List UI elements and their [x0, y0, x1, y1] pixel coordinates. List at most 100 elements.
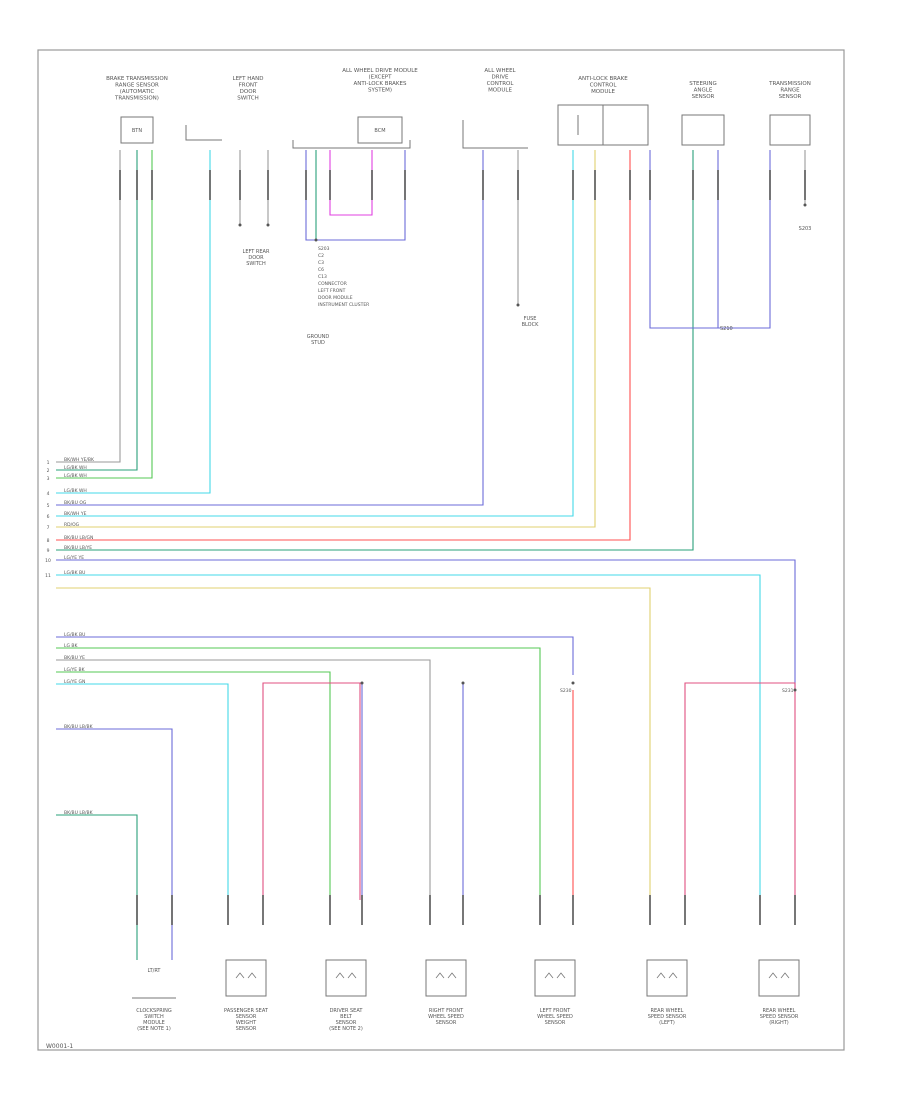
splice-dot-3 [516, 303, 520, 307]
cs-connector-label-0: BK/BU LB/BK [64, 724, 94, 730]
splice-dot-4 [803, 203, 807, 207]
wire-cyan-2 [56, 150, 574, 517]
bcm-note-4: C13 [318, 274, 327, 280]
connector-label-9: LG/YE YE [64, 555, 84, 561]
splice-label-2: S210 [720, 326, 733, 332]
wire-blue-1 [56, 150, 484, 506]
pin-number-2: 3 [47, 476, 50, 482]
passenger-seat-sensor [225, 959, 267, 997]
connector-label-8: BK/BU LB/YE [64, 545, 92, 551]
splice-dot-1 [266, 223, 270, 227]
wire-low-green2 [56, 671, 331, 900]
connector-label-2: LG/BK WH [64, 473, 87, 479]
left-front-sensor [534, 959, 576, 997]
pin-number-7: 8 [47, 538, 50, 544]
bcm-note-2: C3 [318, 260, 324, 266]
wire-yellow-long [56, 587, 651, 900]
bcm-note-3: C6 [318, 267, 324, 273]
bcm-bracket [292, 140, 411, 149]
connector-label-7: BK/BU LB/GN [64, 535, 93, 541]
connector-label-4: BK/BU OG [64, 500, 87, 506]
steering-angle-sensor [681, 114, 725, 146]
splice-dot-2 [314, 238, 318, 242]
pin-number-1: 2 [47, 468, 50, 474]
wires-layer [56, 150, 806, 960]
rear-sensor-left [646, 959, 688, 997]
wire-pink-loop [262, 682, 361, 900]
connector-label-6: RD/OG [64, 522, 80, 528]
rear-sensor-right [758, 959, 800, 997]
lower-connector-label-2: BK/BU YE [64, 655, 85, 661]
rear-sensor-left-symbol [656, 972, 678, 979]
splice-label-1: S203 [799, 226, 812, 232]
wire-low-blue [56, 636, 574, 675]
lower-connector-label-1: LG BK [64, 643, 79, 649]
bcm-note-5: CONNECTOR [318, 281, 347, 287]
wire-bcm-loop [305, 150, 406, 241]
bcm-note-7: DOOR MODULE [318, 295, 353, 301]
wire-red-1 [56, 150, 631, 541]
cs-connector-label-1: BK/BU LB/BK [64, 810, 94, 816]
left-front-sensor-symbol [544, 972, 566, 979]
lower-connector-label-0: LG/BK BU [64, 632, 85, 638]
bcm-note-0: S203 [318, 246, 330, 252]
wire-low-cyan [56, 683, 229, 900]
wire-yellow-1 [56, 150, 596, 528]
driver-seat-sensor-symbol [335, 972, 357, 979]
right-front-sensor [425, 959, 467, 997]
wire-teal-2 [56, 150, 694, 551]
splice-label-4: S231 [782, 688, 794, 694]
pin-number-9: 10 [45, 558, 51, 564]
connector-label-5: BK/WH YE [64, 511, 87, 517]
right-front-sensor-symbol [435, 972, 457, 979]
wire-low-gray [56, 659, 431, 900]
connector-label-1: LG/BK WH [64, 465, 87, 471]
cluster-bracket [462, 120, 528, 149]
wire-cyan-long [56, 574, 761, 900]
wire-low-green [56, 647, 541, 900]
body-control-module [357, 116, 403, 144]
splice-dot-lf [571, 681, 575, 685]
wire-pink-rear [684, 682, 796, 900]
pin-number-8: 9 [47, 548, 50, 554]
wire-cyan-1 [56, 150, 211, 494]
connector-label-0: BK/WH YE/BK [64, 457, 95, 463]
wire-gray-1 [56, 150, 121, 463]
wire-bcm-magenta [329, 150, 373, 216]
wire-sas-loop [649, 150, 771, 329]
wire-green-1 [56, 150, 153, 479]
body-control-module-body-text: BCM [374, 128, 385, 134]
door-switch-bracket [185, 125, 222, 141]
footer-code: W0001-1 [46, 1043, 73, 1050]
rear-sensor-right-symbol [768, 972, 790, 979]
splice-dot-rr [793, 688, 797, 692]
wire-teal-1 [56, 150, 138, 471]
bcm-note-8: INSTRUMENT CLUSTER [318, 302, 369, 308]
connector-label-10: LG/BK BU [64, 570, 85, 576]
wire-blue-long [56, 559, 796, 690]
passenger-seat-sensor-symbol [235, 972, 257, 979]
splice-dot-0 [238, 223, 242, 227]
driver-seat-sensor [325, 959, 367, 997]
splice-dot-rf [461, 681, 465, 685]
pin-number-4: 5 [47, 503, 50, 509]
pin-number-10: 11 [45, 573, 51, 579]
